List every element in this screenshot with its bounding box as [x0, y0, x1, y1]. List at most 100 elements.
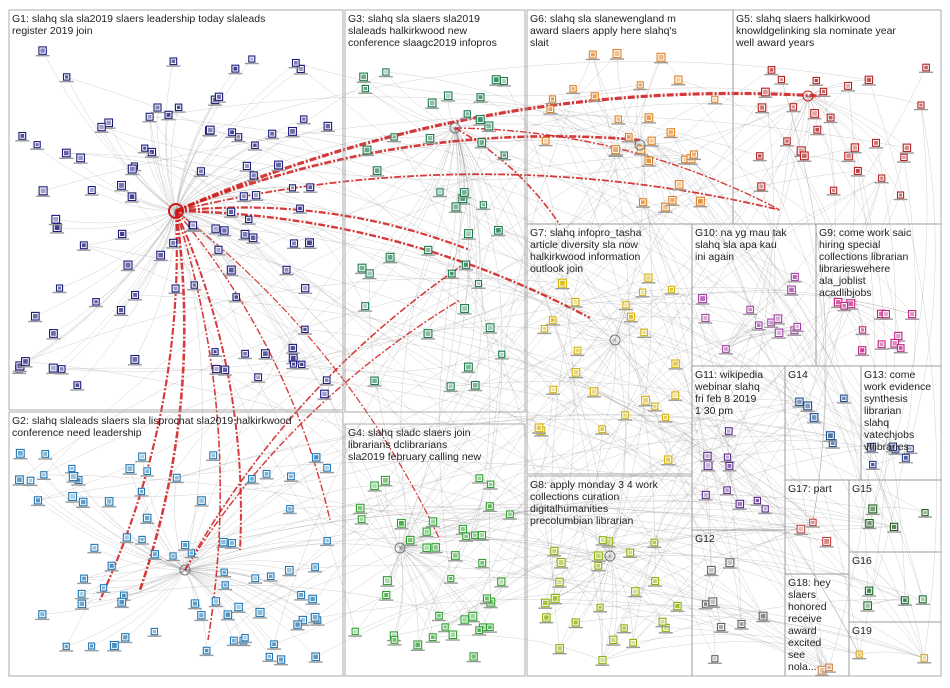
node[interactable] [438, 623, 453, 633]
node[interactable] [18, 357, 33, 368]
node[interactable] [48, 214, 63, 226]
node[interactable] [356, 72, 371, 83]
node[interactable] [13, 448, 28, 460]
node[interactable] [552, 644, 567, 655]
node[interactable] [862, 519, 877, 530]
node[interactable] [786, 103, 801, 113]
node[interactable] [220, 610, 235, 621]
node[interactable] [246, 171, 261, 182]
node[interactable] [265, 129, 280, 140]
node[interactable] [750, 496, 765, 506]
node[interactable] [538, 598, 553, 609]
node[interactable] [443, 575, 458, 584]
node[interactable] [258, 349, 273, 360]
node[interactable] [654, 52, 669, 64]
node[interactable] [474, 531, 489, 541]
node[interactable] [665, 195, 680, 207]
node[interactable] [874, 340, 889, 350]
node[interactable] [288, 58, 303, 69]
node[interactable] [367, 376, 382, 387]
node[interactable] [433, 188, 447, 198]
node[interactable] [168, 284, 183, 294]
node[interactable] [28, 311, 43, 323]
node[interactable] [169, 473, 184, 484]
node[interactable] [475, 558, 490, 569]
node[interactable] [546, 385, 561, 395]
node[interactable] [481, 121, 496, 133]
node[interactable] [187, 281, 202, 291]
node[interactable] [74, 599, 89, 610]
node[interactable] [421, 329, 435, 340]
node[interactable] [125, 192, 139, 203]
node[interactable] [704, 565, 719, 577]
node[interactable] [308, 612, 323, 624]
node[interactable] [308, 563, 323, 573]
node[interactable] [118, 633, 133, 644]
node[interactable] [837, 301, 852, 312]
node[interactable] [30, 141, 45, 150]
node[interactable] [36, 186, 51, 197]
node[interactable] [700, 451, 715, 462]
node[interactable] [52, 284, 67, 294]
node[interactable] [497, 151, 512, 161]
node[interactable] [595, 536, 610, 546]
node[interactable] [218, 581, 233, 591]
node[interactable] [668, 391, 683, 401]
node[interactable] [722, 461, 737, 472]
node[interactable] [443, 382, 458, 393]
node[interactable] [135, 535, 149, 545]
node[interactable] [668, 359, 683, 370]
node[interactable] [823, 113, 838, 124]
node[interactable] [423, 133, 437, 145]
node[interactable] [216, 537, 231, 549]
node[interactable] [707, 95, 722, 105]
node[interactable] [119, 533, 134, 544]
node[interactable] [394, 518, 409, 530]
node[interactable] [461, 229, 476, 240]
node[interactable] [805, 518, 820, 528]
node[interactable] [595, 425, 610, 435]
node[interactable] [896, 153, 911, 163]
node[interactable] [887, 338, 902, 350]
node[interactable] [410, 640, 425, 651]
node[interactable] [903, 445, 918, 455]
node[interactable] [12, 361, 27, 373]
node[interactable] [114, 305, 129, 317]
node[interactable] [319, 376, 334, 386]
node[interactable] [693, 196, 708, 208]
node[interactable] [370, 166, 385, 177]
node[interactable] [471, 280, 486, 289]
node[interactable] [271, 160, 286, 172]
node[interactable] [860, 601, 875, 612]
node[interactable] [142, 112, 157, 123]
node[interactable] [378, 475, 393, 487]
node[interactable] [428, 543, 443, 554]
node[interactable] [147, 627, 162, 637]
node[interactable] [226, 636, 241, 647]
node[interactable] [792, 397, 807, 408]
node[interactable] [15, 131, 30, 142]
node[interactable] [134, 487, 149, 497]
node[interactable] [862, 586, 876, 597]
node[interactable] [231, 602, 246, 613]
node[interactable] [466, 652, 481, 663]
node[interactable] [35, 610, 50, 621]
node[interactable] [59, 73, 74, 83]
node[interactable] [147, 550, 162, 560]
node[interactable] [865, 504, 880, 516]
node[interactable] [545, 316, 560, 326]
node[interactable] [754, 182, 769, 192]
node[interactable] [459, 532, 474, 542]
node[interactable] [532, 423, 546, 434]
node[interactable] [285, 184, 300, 193]
node[interactable] [807, 413, 822, 424]
node[interactable] [217, 226, 232, 237]
node[interactable] [459, 260, 473, 271]
node[interactable] [66, 472, 81, 483]
node[interactable] [282, 565, 297, 577]
node[interactable] [74, 589, 89, 600]
node[interactable] [294, 590, 309, 601]
node[interactable] [248, 574, 263, 584]
node[interactable] [915, 595, 930, 605]
node[interactable] [241, 215, 256, 225]
